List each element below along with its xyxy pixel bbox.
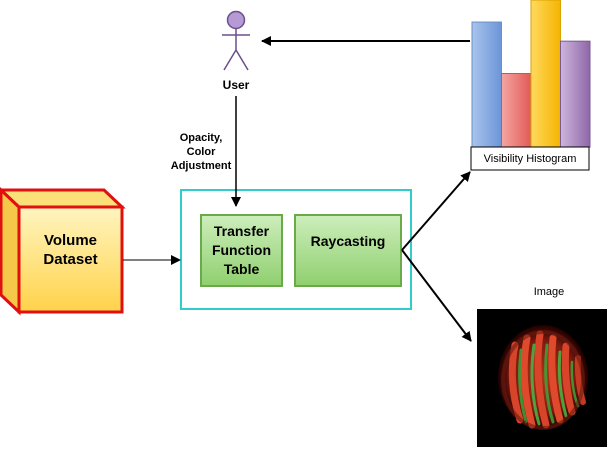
transfer-function-box [200, 214, 283, 287]
opacity-color-adjustment-label: Opacity, Color Adjustment [170, 132, 232, 172]
histogram-label-box [470, 146, 590, 171]
visibility-histogram-label: Visibility Histogram [483, 152, 577, 165]
histogram-bar [530, 0, 561, 148]
rendered-volume-image [477, 309, 607, 447]
volume-dataset-label: Volume Dataset [43, 231, 98, 268]
arrows [123, 36, 472, 342]
volume-dataset-cube [0, 186, 126, 316]
histogram-bar [560, 40, 591, 148]
user-icon [222, 10, 250, 71]
arrow-raycasting-to-image [401, 249, 472, 342]
raycasting-box [294, 214, 402, 287]
user-label: User [222, 78, 250, 92]
histogram-bar [501, 73, 532, 148]
histogram-bar [471, 21, 502, 148]
image-label: Image [533, 286, 565, 298]
arrow-raycasting-to-histogram [401, 171, 471, 251]
histogram-bars [471, 0, 591, 148]
transfer-function-label: Transfer Function Table [211, 223, 272, 277]
raycasting-label: Raycasting [310, 232, 386, 249]
